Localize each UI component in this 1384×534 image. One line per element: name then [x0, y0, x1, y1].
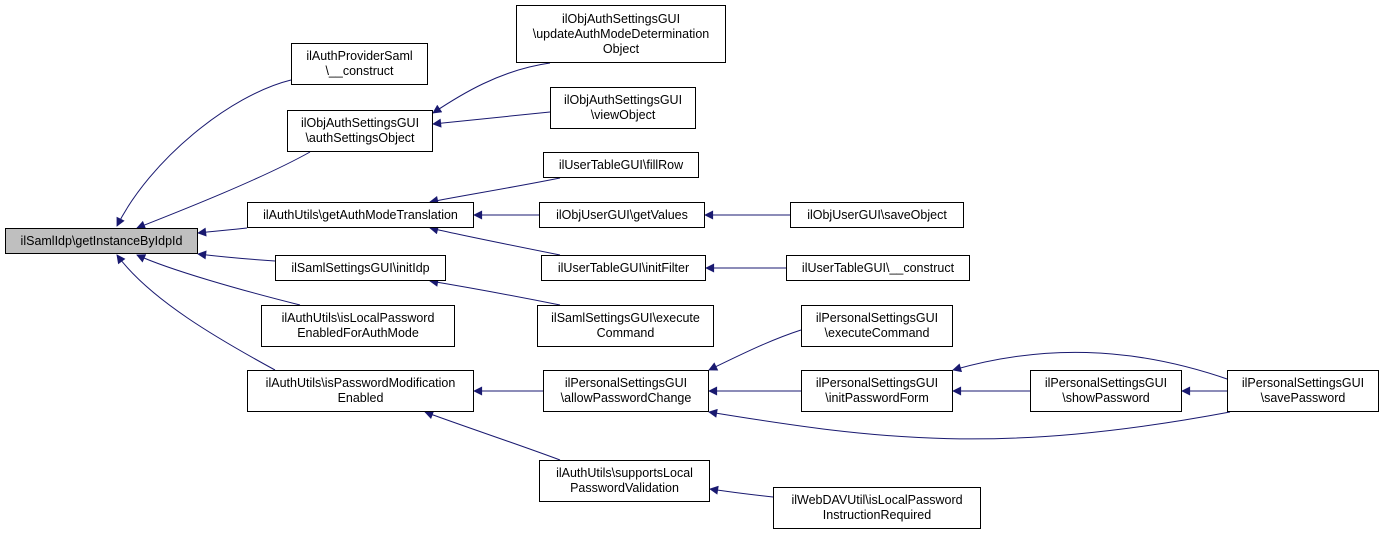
edge-n20-n18: [952, 351, 1231, 381]
node-ilpersonalsettingsgui-showpassword[interactable]: ilPersonalSettingsGUI \showPassword: [1030, 370, 1182, 412]
edge-n2-n0: [136, 151, 311, 230]
edge-n9-n3: [429, 177, 561, 205]
edge-n14-n6: [424, 410, 561, 461]
node-ilpersonalsettingsgui-initpasswordform[interactable]: ilPersonalSettingsGUI \initPasswordForm: [801, 370, 953, 412]
node-ilsamlsettingsgui-executecommand[interactable]: ilSamlSettingsGUI\execute Command: [537, 305, 714, 347]
node-ilobjauthsettingsgui-updateauthmodedeterminationobject[interactable]: ilObjAuthSettingsGUI \updateAuthModeDete…: [516, 5, 726, 63]
edge-n7-n2: [432, 62, 551, 114]
edge-n20-n13: [708, 408, 1231, 440]
node-ilauthutils-islocalpasswordenabledforauthmode[interactable]: ilAuthUtils\isLocalPassword EnabledForAu…: [261, 305, 455, 347]
edge-n5-n0: [136, 254, 301, 306]
edge-n1-n0: [116, 79, 292, 227]
node-ilusertablegui-fillrow[interactable]: ilUserTableGUI\fillRow: [543, 152, 699, 178]
node-ilpersonalsettingsgui-allowpasswordchange[interactable]: ilPersonalSettingsGUI \allowPasswordChan…: [543, 370, 709, 412]
node-ilpersonalsettingsgui-savepassword[interactable]: ilPersonalSettingsGUI \savePassword: [1227, 370, 1379, 412]
node-ilobjusergui-getvalues[interactable]: ilObjUserGUI\getValues: [539, 202, 705, 228]
node-ilobjauthsettingsgui-viewobject[interactable]: ilObjAuthSettingsGUI \viewObject: [550, 87, 696, 129]
node-ilauthutils-getauthmodetranslation[interactable]: ilAuthUtils\getAuthModeTranslation: [247, 202, 474, 228]
node-ilpersonalsettingsgui-executecommand[interactable]: ilPersonalSettingsGUI \executeCommand: [801, 305, 953, 347]
node-ilusertablegui-construct[interactable]: ilUserTableGUI\__construct: [786, 255, 970, 281]
node-ilwebdavutil-islocalpasswordinstructionrequired[interactable]: ilWebDAVUtil\isLocalPassword Instruction…: [773, 487, 981, 529]
node-ilauthprovidersaml-construct[interactable]: ilAuthProviderSaml \__construct: [291, 43, 428, 85]
node-ilusertablegui-initfilter[interactable]: ilUserTableGUI\initFilter: [541, 255, 706, 281]
edge-n8-n2: [432, 111, 551, 128]
edge-n12-n4: [429, 277, 561, 306]
edge-n4-n0: [197, 250, 276, 262]
node-ilobjusergui-saveobject[interactable]: ilObjUserGUI\saveObject: [790, 202, 964, 228]
node-ilsamlsettingsgui-initidp[interactable]: ilSamlSettingsGUI\initIdp: [275, 255, 446, 281]
edge-n3-n0: [197, 227, 248, 237]
edge-n6-n0: [116, 254, 276, 371]
edge-n11-n3: [429, 225, 561, 256]
node-silsamlidp-getinstancebyidpid: ilSamlIdp\getInstanceByIdpId: [5, 228, 198, 254]
node-ilobjauthsettingsgui-authsettingsobject[interactable]: ilObjAuthSettingsGUI \authSettingsObject: [287, 110, 433, 152]
node-ilauthutils-supportslocalpasswordvalidation[interactable]: ilAuthUtils\supportsLocal PasswordValida…: [539, 460, 710, 502]
edge-n21-n14: [709, 485, 774, 498]
node-ilauthutils-ispasswordmodificationenabled[interactable]: ilAuthUtils\isPasswordModification Enabl…: [247, 370, 474, 412]
edge-n17-n13: [708, 329, 802, 371]
